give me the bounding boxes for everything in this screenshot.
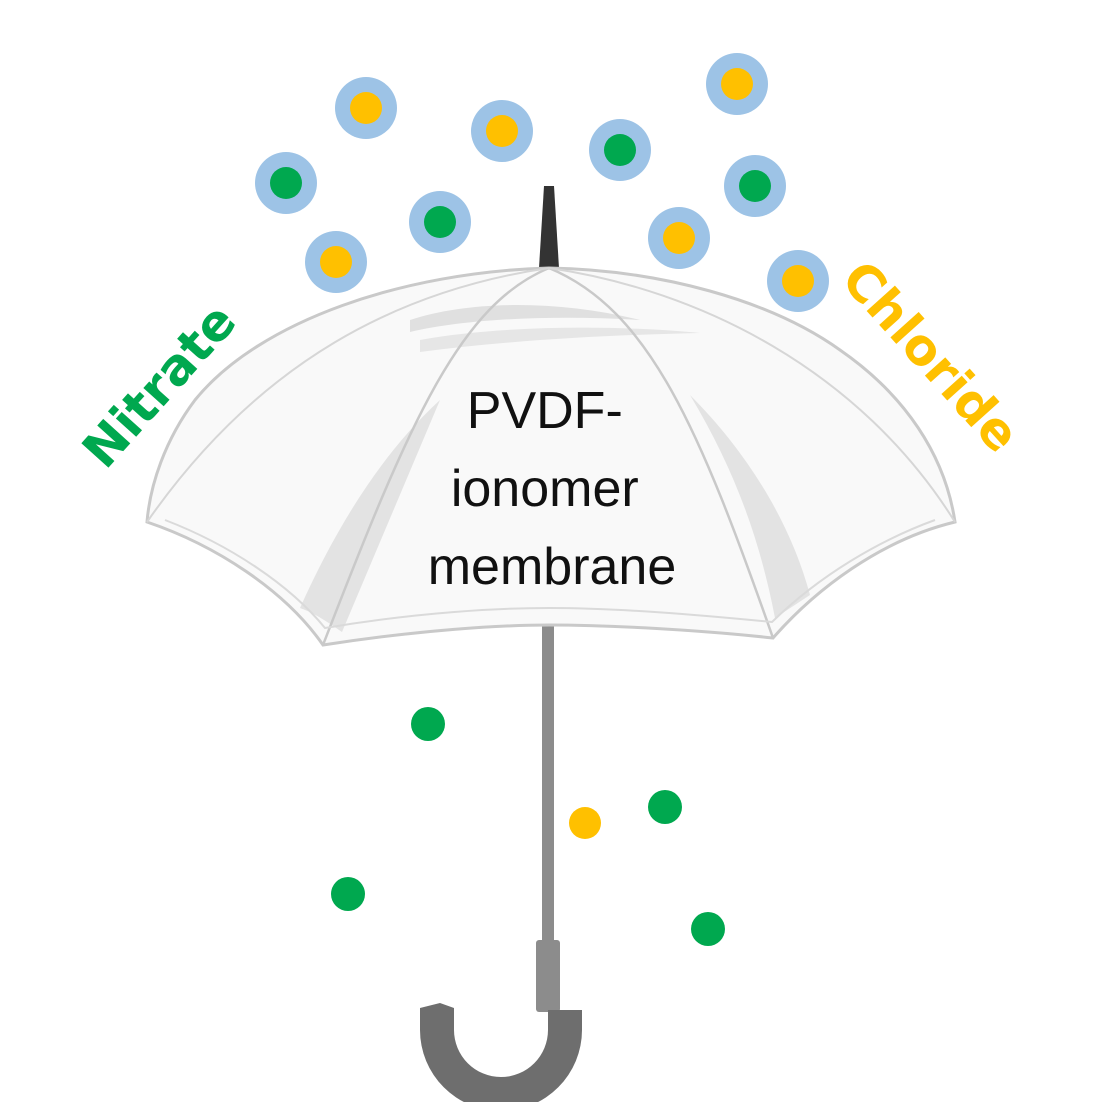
hydrated-ion-icon (305, 231, 367, 293)
canopy-rib-far-right (548, 267, 956, 523)
canopy-highlight (410, 305, 640, 332)
umbrella-handle (420, 1003, 582, 1102)
canopy-rib-far-left (146, 267, 550, 523)
svg-text:PVDF- ionomer membrane: PVDF- ionomer membrane (428, 382, 677, 596)
umbrella-icon (145, 186, 957, 1102)
bare-ions (331, 707, 725, 946)
canopy-highlight-2 (420, 327, 700, 352)
canopy-rib-right (548, 266, 775, 639)
hydrated-ion-icon (706, 53, 768, 115)
hydrated-ion-icon (589, 119, 651, 181)
hydrated-ions (255, 53, 829, 312)
hydrated-ion-icon (255, 152, 317, 214)
canopy-rib-left (321, 266, 550, 646)
bare-ion-icon (691, 912, 725, 946)
hydrated-ion-icon (724, 155, 786, 217)
canopy-shading-right (690, 395, 810, 618)
umbrella-shaft (542, 625, 554, 945)
bare-ion-icon (569, 807, 601, 839)
bare-ion-icon (648, 790, 682, 824)
hydrated-ion-icon (335, 77, 397, 139)
umbrella-grip (536, 940, 560, 1012)
hydrated-ion-icon (409, 191, 471, 253)
bare-ion-icon (411, 707, 445, 741)
membrane-label-line2: ionomer (451, 460, 639, 518)
umbrella-tip (539, 186, 559, 268)
canopy-shading-left (300, 400, 440, 632)
hydrated-ion-icon (767, 250, 829, 312)
canopy-hem (164, 519, 936, 630)
membrane-label-line1: PVDF- (467, 382, 623, 440)
membrane-label-line3: membrane (428, 538, 677, 596)
hydrated-ion-icon (471, 100, 533, 162)
bare-ion-icon (331, 877, 365, 911)
hydrated-ion-icon (648, 207, 710, 269)
